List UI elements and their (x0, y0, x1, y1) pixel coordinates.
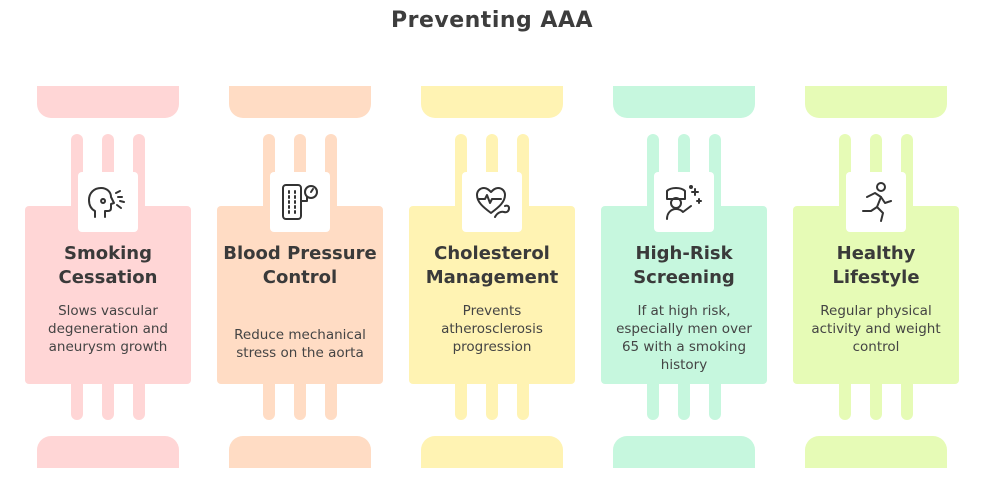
heart-muscle-icon (462, 172, 522, 232)
pillar-description: Slows vascular degeneration and aneurysm… (48, 303, 168, 355)
pillar-flute (486, 384, 498, 420)
pillar-flute (870, 384, 882, 420)
pillar-title: High-Risk Screening (633, 243, 735, 288)
pillar-flute (455, 384, 467, 420)
pillar-title: Cholesterol Management (425, 243, 559, 288)
pillar-healthy-lifestyle: Healthy Lifestyle Regular physical activ… (793, 86, 959, 468)
pillar-title: Blood Pressure Control (223, 243, 377, 288)
pillar-card: Smoking Cessation Slows vascular degener… (25, 206, 191, 384)
pillar-top-cap (613, 86, 755, 118)
pillar-top-cap (37, 86, 179, 118)
pillar-top-cap (229, 86, 371, 118)
blood-pressure-icon (270, 172, 330, 232)
pillar-description: Regular physical activity and weight con… (811, 303, 941, 355)
pillar-cholesterol-management: Cholesterol Management Prevents atherosc… (409, 86, 575, 468)
pillar-title: Healthy Lifestyle (832, 243, 920, 288)
pillar-top-cap (421, 86, 563, 118)
pillar-bottom-cap (421, 436, 563, 468)
pillar-card: Blood Pressure Control Reduce mechanical… (217, 206, 383, 384)
pillar-flute (678, 384, 690, 420)
pillar-flute (71, 384, 83, 420)
pillar-bottom-cap (613, 436, 755, 468)
pillar-flute (647, 384, 659, 420)
running-person-icon (846, 172, 906, 232)
pillar-flute (901, 384, 913, 420)
pillar-flute (517, 384, 529, 420)
pillar-bottom-cap (229, 436, 371, 468)
pillar-flute (709, 384, 721, 420)
pillar-description: If at high risk, especially men over 65 … (616, 303, 752, 373)
pillar-bottom-cap (37, 436, 179, 468)
pillar-bottom-cap (805, 436, 947, 468)
pillar-description: Prevents atherosclerosis progression (441, 303, 543, 355)
pillar-top-cap (805, 86, 947, 118)
pillar-flute (839, 384, 851, 420)
smoking-cessation-icon (78, 172, 138, 232)
pillar-flute (325, 384, 337, 420)
pillar-high-risk-screening: High-Risk Screening If at high risk, esp… (601, 86, 767, 468)
page-title: Preventing AAA (390, 8, 594, 33)
pillar-flute (294, 384, 306, 420)
pillar-smoking-cessation: Smoking Cessation Slows vascular degener… (25, 86, 191, 468)
pillar-card: High-Risk Screening If at high risk, esp… (601, 206, 767, 384)
pillar-flute (133, 384, 145, 420)
medical-screening-icon (654, 172, 714, 232)
pillar-card: Cholesterol Management Prevents atherosc… (409, 206, 575, 384)
pillar-description: Reduce mechanical stress on the aorta (234, 327, 366, 361)
pillar-flute (263, 384, 275, 420)
pillar-flute (102, 384, 114, 420)
pillar-title: Smoking Cessation (58, 243, 158, 288)
pillar-blood-pressure-control: Blood Pressure Control Reduce mechanical… (217, 86, 383, 468)
pillar-card: Healthy Lifestyle Regular physical activ… (793, 206, 959, 384)
